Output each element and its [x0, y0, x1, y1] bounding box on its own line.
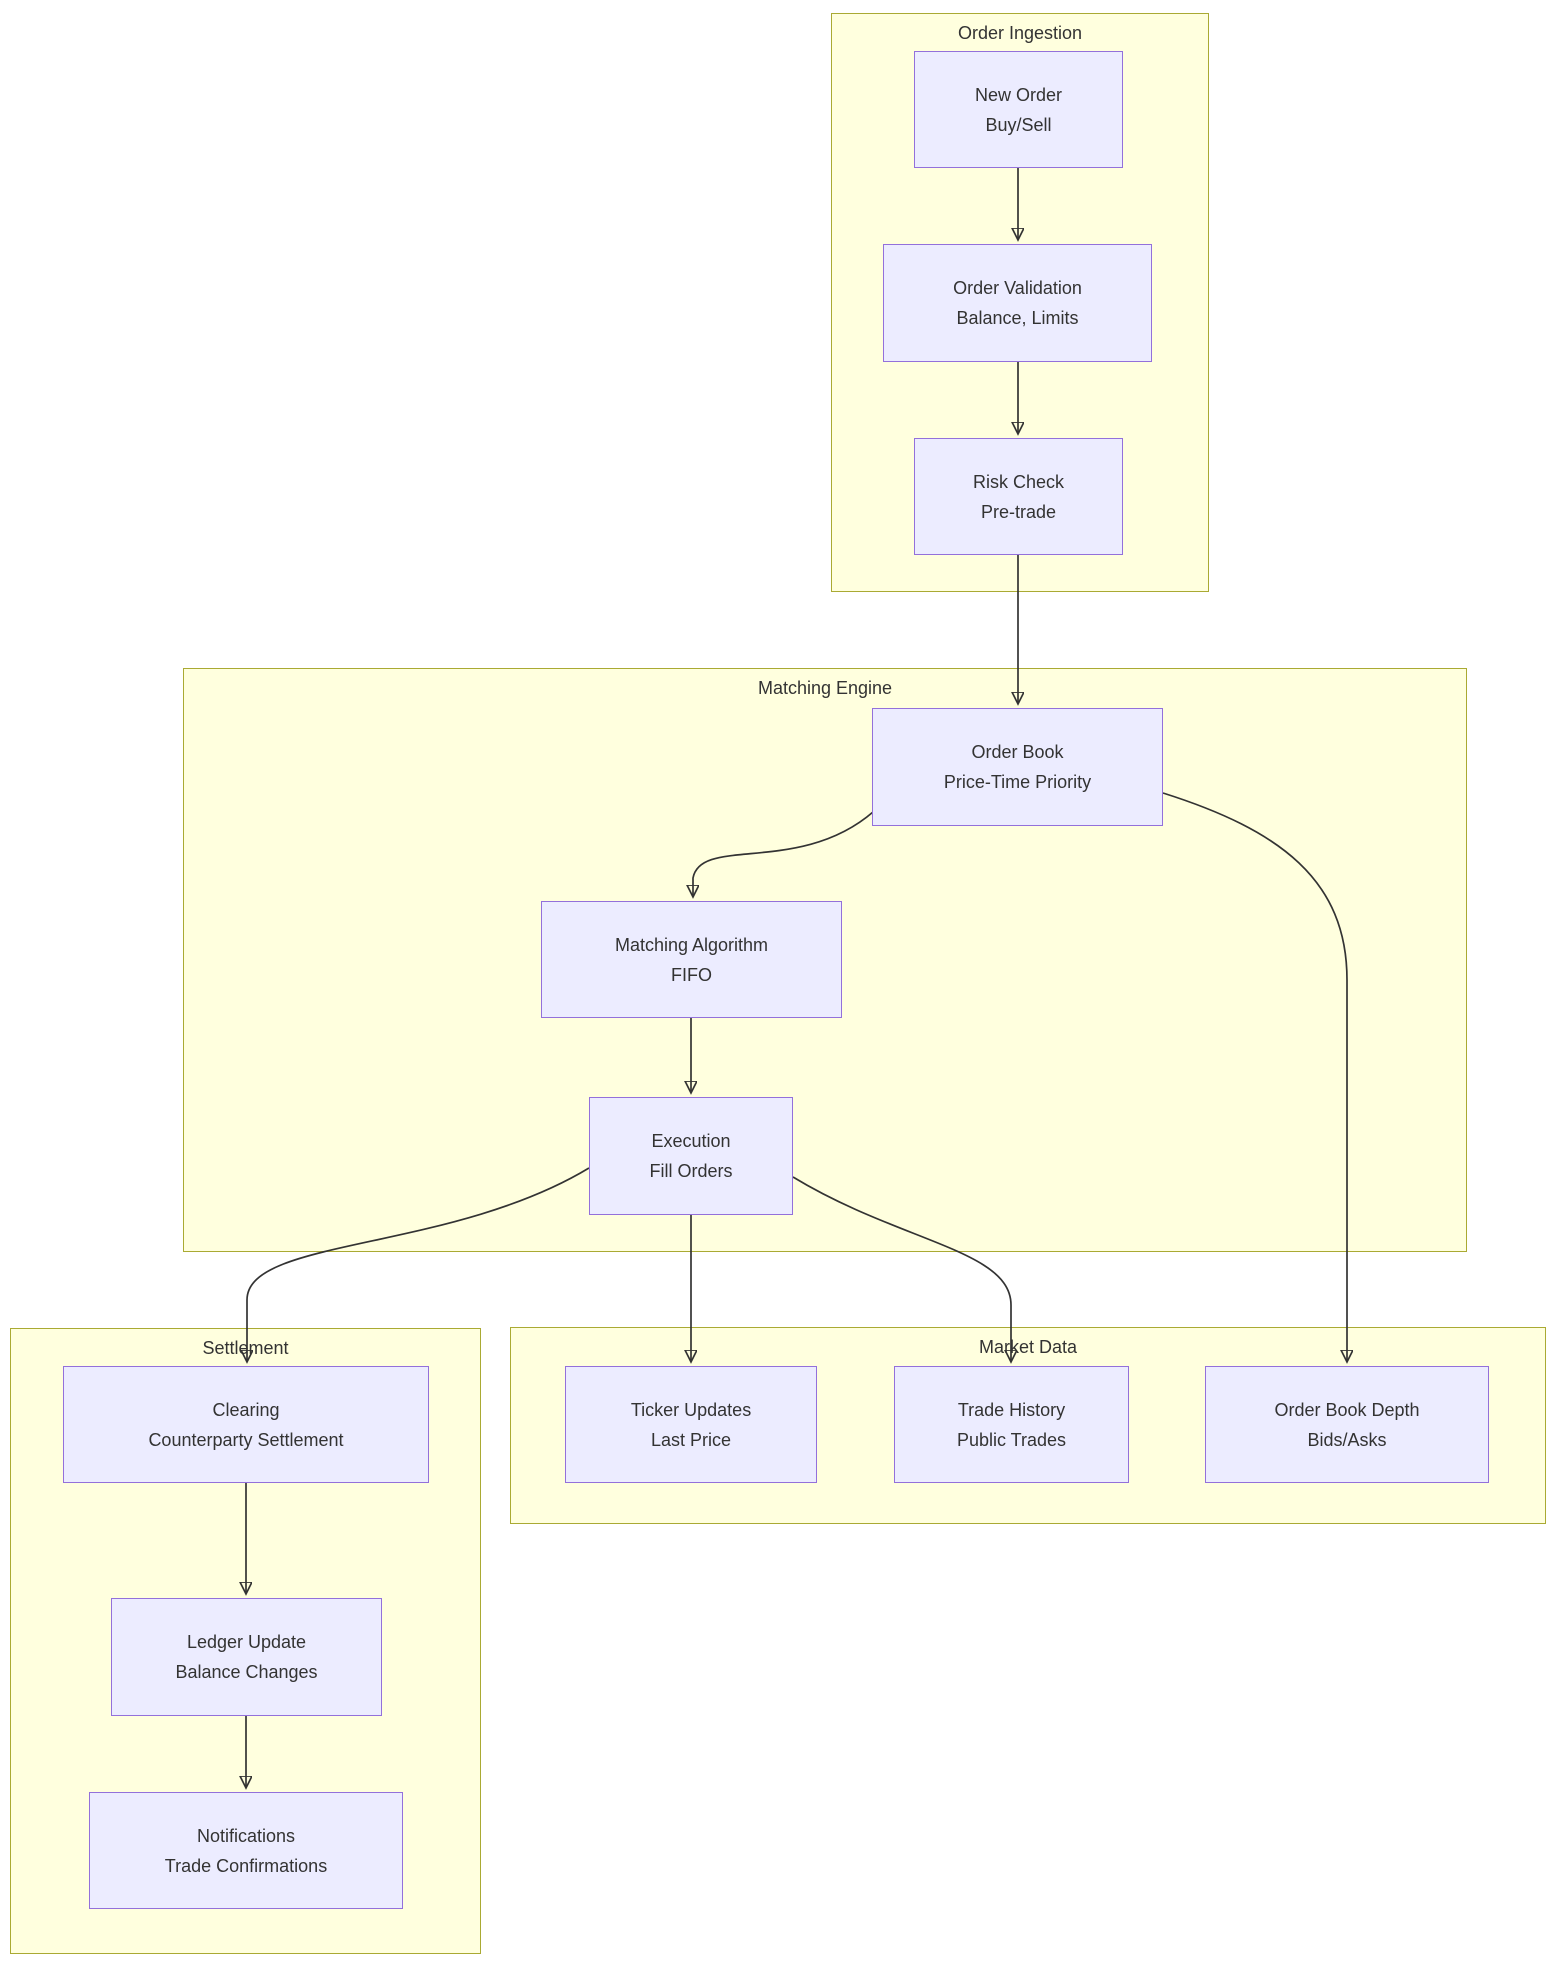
node-ticker-updates: Ticker Updates Last Price — [565, 1366, 817, 1483]
node-notifications-subtitle: Trade Confirmations — [164, 1855, 328, 1876]
node-risk-check: Risk Check Pre-trade — [914, 438, 1123, 555]
node-clearing-subtitle: Counterparty Settlement — [148, 1429, 344, 1450]
node-order-validation-subtitle: Balance, Limits — [956, 308, 1079, 328]
cluster-market-data-label: Market Data — [978, 1337, 1078, 1357]
node-matching-algorithm-subtitle: FIFO — [671, 964, 712, 985]
node-order-book-depth-title: Order Book Depth — [1274, 1399, 1420, 1420]
edge-execution-to-trade-history — [792, 1176, 1011, 1360]
node-ticker-updates-subtitle: Last Price — [650, 1429, 732, 1450]
node-trade-history-title: Trade History — [957, 1399, 1066, 1420]
node-new-order-subtitle: Buy/Sell — [985, 114, 1052, 135]
node-execution-subtitle: Fill Orders — [649, 1161, 733, 1181]
node-ledger-update-title: Ledger Update — [186, 1632, 307, 1652]
node-new-order: New Order Buy/Sell — [914, 51, 1123, 168]
cluster-order-ingestion-label: Order Ingestion — [957, 23, 1083, 43]
edge-order-book-to-matching-algorithm — [693, 811, 874, 895]
node-clearing: Clearing Counterparty Settlement — [63, 1366, 429, 1483]
node-trade-history-subtitle: Public Trades — [956, 1429, 1067, 1450]
edge-execution-to-clearing — [247, 1167, 590, 1360]
node-new-order-title: New Order — [974, 84, 1063, 105]
node-order-book: Order Book Price-Time Priority — [872, 708, 1163, 826]
node-execution-title: Execution — [651, 1131, 731, 1151]
node-risk-check-title: Risk Check — [972, 471, 1065, 492]
node-notifications: Notifications Trade Confirmations — [89, 1792, 403, 1909]
cluster-matching-engine: Matching Engine — [183, 668, 1467, 1252]
node-order-book-depth-subtitle: Bids/Asks — [1307, 1429, 1387, 1450]
node-order-validation-title: Order Validation — [953, 278, 1082, 298]
node-order-book-subtitle: Price-Time Priority — [943, 772, 1092, 792]
node-clearing-title: Clearing — [212, 1399, 280, 1420]
node-notifications-title: Notifications — [196, 1825, 296, 1846]
node-order-validation: Order Validation Balance, Limits — [883, 244, 1152, 362]
node-risk-check-subtitle: Pre-trade — [980, 501, 1057, 522]
node-ledger-update: Ledger Update Balance Changes — [111, 1598, 382, 1716]
node-matching-algorithm: Matching Algorithm FIFO — [541, 901, 842, 1018]
node-order-book-title: Order Book — [971, 742, 1064, 762]
node-ticker-updates-title: Ticker Updates — [630, 1399, 752, 1420]
cluster-matching-engine-label: Matching Engine — [757, 678, 893, 698]
node-trade-history: Trade History Public Trades — [894, 1366, 1129, 1483]
node-execution: Execution Fill Orders — [589, 1097, 793, 1215]
node-matching-algorithm-title: Matching Algorithm — [614, 934, 769, 955]
node-order-book-depth: Order Book Depth Bids/Asks — [1205, 1366, 1489, 1483]
node-ledger-update-subtitle: Balance Changes — [175, 1662, 318, 1682]
edge-order-book-to-order-book-depth — [1162, 792, 1347, 1360]
cluster-settlement-label: Settlement — [202, 1338, 289, 1358]
